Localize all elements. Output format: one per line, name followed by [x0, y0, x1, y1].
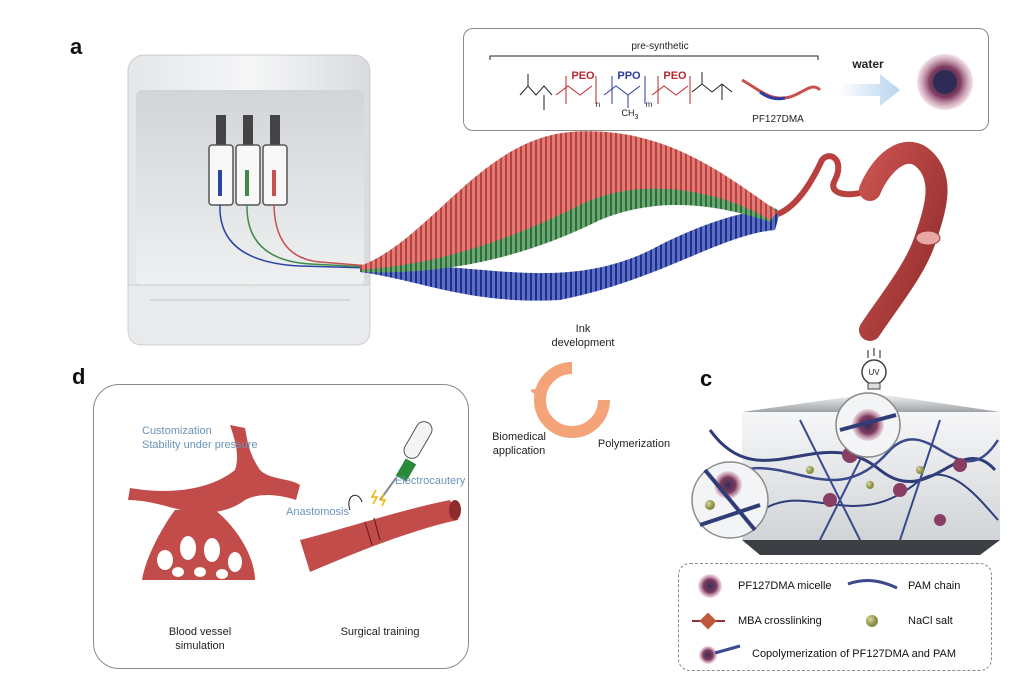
peo-left-label: PEO [571, 70, 595, 82]
syringe-blue [208, 115, 234, 206]
uv-bulb-icon [861, 359, 887, 390]
biomedical-application-label: Biomedical application [492, 431, 546, 457]
printed-vessel [776, 141, 948, 341]
legend-pam-chain: PAM chain [908, 580, 961, 592]
customization-label: Customization [142, 425, 212, 437]
ink-development-label: Ink development [551, 323, 615, 349]
legend-nacl: NaCl salt [908, 615, 953, 627]
ink-ribbons [360, 131, 780, 301]
m-subscript: m [645, 100, 653, 109]
panel-letter-a: a [70, 34, 83, 59]
anastomosis-label: Anastomosis [286, 506, 349, 518]
legend-copolymer: Copolymerization of PF127DMA and PAM [752, 648, 956, 660]
electrocautery-label: Electrocautery [395, 475, 466, 487]
pf127dma-label: PF127DMA [752, 114, 804, 125]
ch3-label: CH3 [621, 108, 639, 121]
process-cycle [530, 362, 610, 438]
pre-synthetic-label: pre-synthetic [631, 41, 689, 52]
panel-letter-d: d [72, 364, 86, 389]
hydrogel-network [691, 348, 1000, 555]
panel-b-box [463, 28, 989, 131]
legend-mba: MBA crosslinking [738, 615, 822, 627]
syringe-green [235, 115, 261, 206]
stability-label: Stability under pressure [142, 439, 258, 451]
legend-micelle: PF127DMA micelle [738, 580, 832, 592]
surgical-training-label: Surgical training [340, 626, 420, 638]
panel-letter-c: c [700, 366, 713, 391]
uv-label: UV [868, 368, 880, 377]
blood-vessel-simulation-label: Blood vessel simulation [168, 626, 232, 652]
ppo-label: PPO [617, 70, 641, 82]
water-label: water [852, 57, 884, 71]
n-subscript: n [595, 100, 601, 109]
peo-right-label: PEO [663, 70, 687, 82]
polymerization-label: Polymerization [597, 438, 671, 450]
bioprinter [127, 54, 371, 346]
syringe-red [262, 115, 288, 206]
